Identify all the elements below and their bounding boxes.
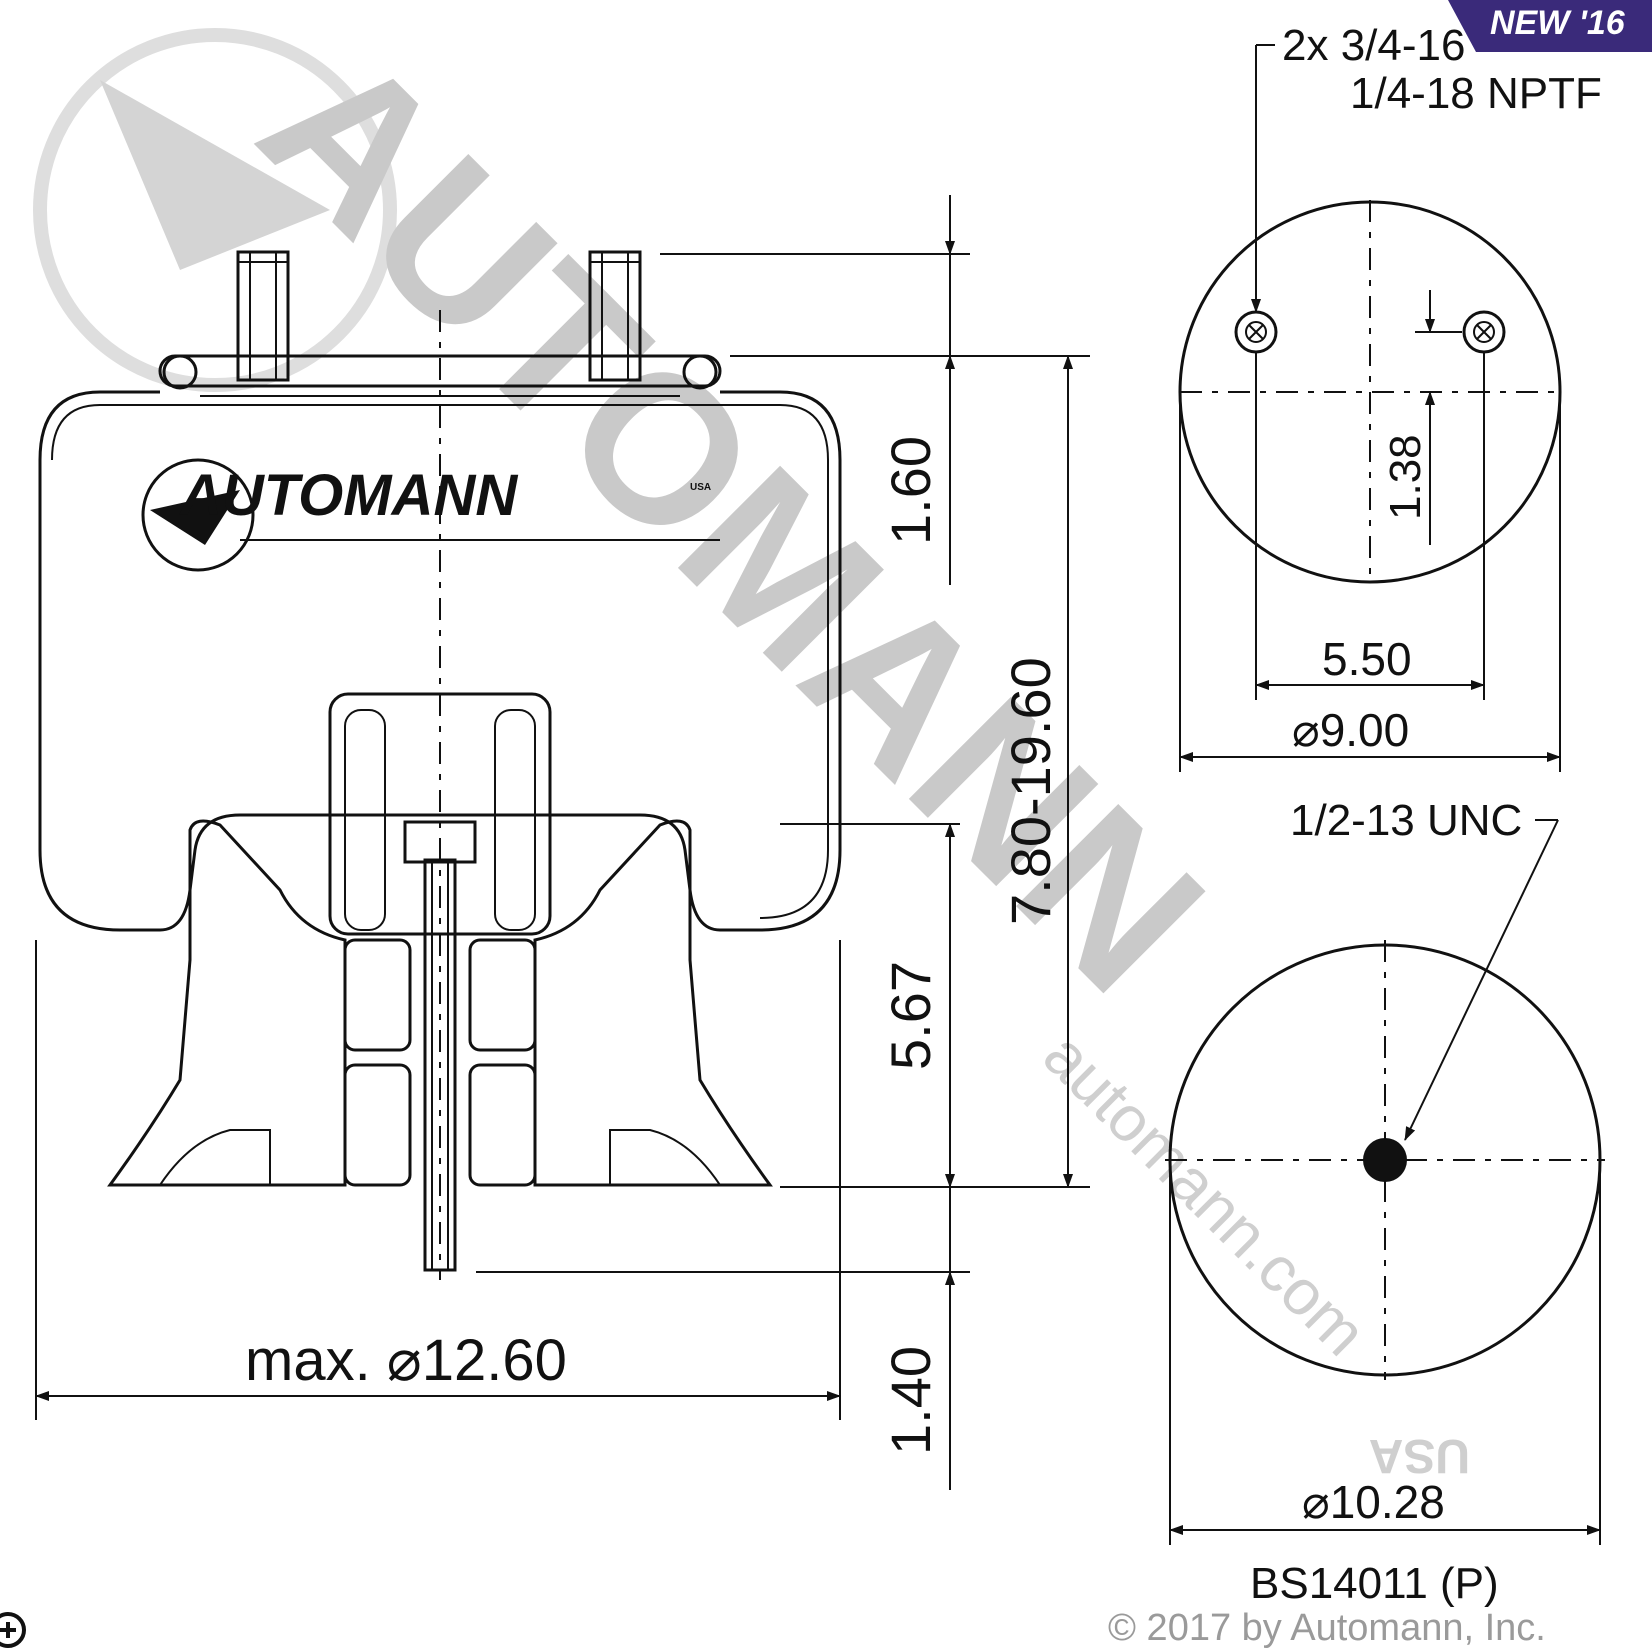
top-view: [1178, 44, 1562, 772]
copyright: © 2017 by Automann, Inc.: [1108, 1607, 1546, 1649]
callout-bottom-thread: 1/2-13 UNC: [1290, 796, 1522, 845]
dim-max-diameter: max. ⌀12.60: [245, 1328, 567, 1393]
dim-top-stud-height: 1.60: [879, 436, 942, 545]
zoom-icon[interactable]: [0, 1612, 26, 1648]
part-number: BS14011 (P): [1250, 1559, 1499, 1608]
bellows-outline: [38, 390, 842, 932]
logo-text: AUTOMANN: [178, 463, 518, 528]
dim-top-diameter: ⌀9.00: [1292, 704, 1409, 756]
piston-core: [328, 692, 552, 1187]
badge-text: NEW '16: [1490, 4, 1626, 42]
callout-fitting: 1/4-18 NPTF: [1350, 69, 1602, 118]
top-stud-left: [236, 250, 290, 382]
dim-offset: 1.38: [1381, 434, 1430, 520]
dim-piston-height: 5.67: [879, 961, 942, 1070]
dim-height-range: 7.80-19.60: [999, 657, 1062, 925]
bead-plate: [158, 354, 722, 397]
bottom-stud: [423, 858, 457, 1272]
dim-bottom-diameter: ⌀10.28: [1302, 1476, 1445, 1528]
bellows-inner: [51, 404, 829, 919]
callout-studs: 2x 3/4-16: [1282, 21, 1465, 70]
dim-bottom-stud: 1.40: [879, 1346, 942, 1455]
side-view: AUTOMANN USA: [38, 250, 842, 1280]
piston-left: [107, 819, 347, 1187]
logo-suffix: USA: [690, 482, 711, 493]
dim-stud-spacing: 5.50: [1322, 633, 1412, 685]
new-badge: NEW '16: [1448, 0, 1652, 52]
bottom-view: [1165, 819, 1605, 1545]
dimension-lines: [35, 195, 1090, 1490]
top-stud-right: [588, 250, 642, 382]
watermark-suffix: USA: [1369, 1429, 1470, 1482]
watermark-url: automann.com: [1030, 1019, 1380, 1369]
logo: AUTOMANN USA: [141, 458, 720, 572]
piston-right: [533, 819, 773, 1187]
